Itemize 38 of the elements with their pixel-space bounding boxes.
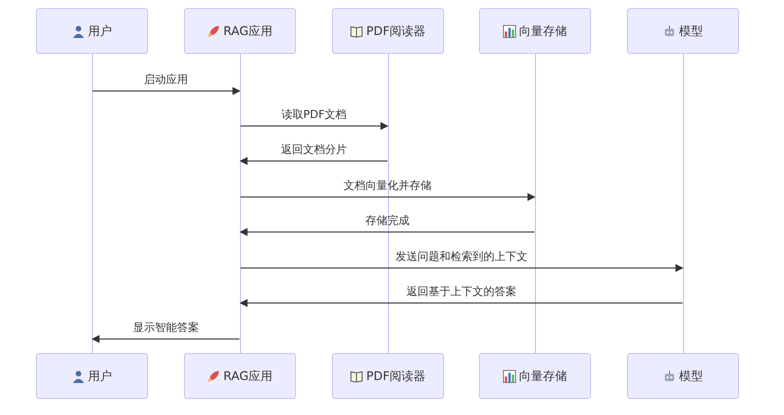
message-arrow (240, 122, 388, 130)
message-arrow (240, 157, 388, 165)
participant-box (184, 8, 296, 54)
message-label: 文档向量化并存储 (344, 178, 432, 193)
participant-name: RAG应用 (223, 368, 273, 384)
participant-box (184, 353, 296, 399)
participant-name: 向量存储 (519, 368, 567, 384)
message-label: 读取PDF文档 (281, 107, 347, 122)
message-arrow (240, 228, 535, 236)
participant-name: RAG应用 (223, 22, 273, 40)
participant-box (627, 353, 739, 399)
message-arrow (240, 264, 684, 272)
participant-box (36, 353, 148, 399)
participant-box (332, 8, 444, 54)
participant-box (332, 353, 444, 399)
participant-name: 向量存储 (519, 22, 567, 40)
lifeline (682, 54, 684, 353)
message-arrow (240, 299, 683, 307)
message-label: 显示智能答案 (133, 320, 199, 335)
participant-name: 模型 (679, 368, 703, 384)
participant-box (479, 353, 591, 399)
message-label: 发送问题和检索到的上下文 (396, 249, 528, 264)
participant-name: PDF阅读器 (366, 368, 426, 384)
participant-box (36, 8, 148, 54)
message-arrow (92, 335, 240, 343)
participant-name: PDF阅读器 (366, 22, 426, 40)
message-arrow (240, 193, 536, 201)
participant-name: 用户 (88, 368, 112, 384)
message-label: 返回基于上下文的答案 (406, 284, 516, 299)
participant-name: 用户 (88, 22, 112, 40)
participant-box (627, 8, 739, 54)
participant-box (479, 8, 591, 54)
message-label: 存储完成 (366, 213, 410, 228)
lifeline (534, 54, 536, 353)
participant-name: 模型 (679, 22, 703, 40)
message-label: 启动应用 (144, 72, 188, 87)
message-label: 返回文档分片 (281, 142, 347, 157)
message-arrow (92, 87, 240, 95)
